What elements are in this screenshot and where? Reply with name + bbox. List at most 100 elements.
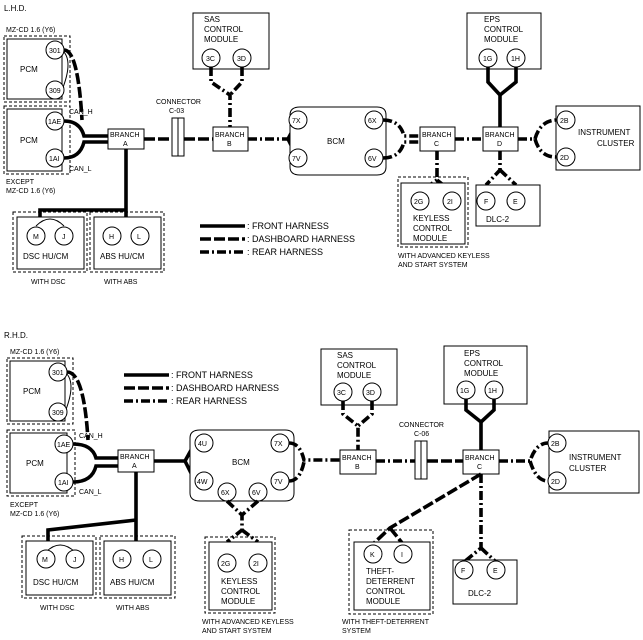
rhd-branch-b-label-2: B (355, 464, 360, 471)
lhd-legend-rear: : REAR HARNESS (247, 247, 323, 257)
rhd-eps-label-3: MODULE (464, 369, 498, 378)
rhd-keyless-label-3: MODULE (221, 597, 255, 606)
rhd-wire-pcm-can-l (72, 464, 118, 484)
rhd-sas-label-1: SAS (337, 351, 353, 360)
rhd-wire-cluster-2b (499, 441, 549, 463)
rhd-bcm-pin-4w-label: 4W (197, 479, 208, 486)
lhd-wire-eps-1h (498, 67, 518, 97)
rhd-abs-option-frame (99, 535, 176, 599)
lhd-sas-label-2: CONTROL (204, 25, 244, 34)
rhd-except-note-2: MZ-CD 1.6 (Y6) (10, 511, 59, 518)
lhd-except-note-1: EXCEPT (6, 179, 35, 186)
rhd-theft-pin-k-label: K (370, 552, 375, 559)
rhd-abs-note: WITH ABS (116, 605, 150, 612)
rhd-eps-pin-1h-label: 1H (488, 388, 497, 395)
rhd-cluster-pin-2b (547, 433, 567, 453)
rhd-title: R.H.D. (4, 331, 28, 340)
rhd-pcm-pin-309 (48, 402, 68, 422)
lhd-pcm2-label: PCM (20, 136, 38, 145)
rhd-pcm2-pin-1ae-label: 1AE (57, 442, 71, 449)
rhd-theft-pin-k (363, 544, 383, 564)
rhd-pcm2-option-frame (6, 429, 76, 497)
rhd-can-l-label: CAN_L (79, 489, 102, 496)
rhd-eps-label-1: EPS (464, 349, 480, 358)
lhd-eps-label-1: EPS (484, 15, 500, 24)
lhd-dlc-pin-f-label: F (484, 199, 488, 206)
rhd-pcm-pin-309-label: 309 (52, 410, 64, 417)
rhd-dlc-label: DLC-2 (468, 589, 492, 598)
lhd-sas-label-3: MODULE (204, 35, 238, 44)
rhd-legend-front: : FRONT HARNESS (171, 370, 253, 380)
lhd-keyless-label-1: KEYLESS (413, 214, 449, 223)
rhd-pcm2-label: PCM (26, 459, 44, 468)
lhd-pcm2-pin-1ae-label: 1AE (48, 119, 62, 126)
lhd-wire-sas-3c (209, 67, 232, 127)
rhd-abs-label: ABS HU/CM (110, 578, 155, 587)
lhd-branch-a-label-1: BRANCH (110, 132, 140, 139)
lhd-wire-cluster-2d (533, 138, 557, 159)
rhd-theft-pin-i-label: I (401, 552, 403, 559)
rhd-cluster-pin-2d-label: 2D (551, 479, 560, 486)
rhd-theft-label-3: CONTROL (366, 587, 406, 596)
lhd-pcm2-option-frame (3, 105, 71, 175)
rhd-pcm-loop-wire (64, 371, 72, 413)
lhd-keyless-label-3: MODULE (413, 234, 447, 243)
rhd-bcm-pin-7x-label: 7X (274, 441, 283, 448)
lhd-keyless-pin-2i (442, 191, 462, 211)
lhd-wire-dlc-f (484, 151, 502, 187)
lhd-bcm-pin-7v-label: 7V (292, 156, 301, 163)
rhd-theft-label-4: MODULE (366, 597, 400, 606)
lhd-dsc-label: DSC HU/CM (23, 252, 69, 261)
lhd-pcm-loop-wire (61, 49, 69, 91)
rhd-bcm-pin-4u (194, 433, 214, 453)
lhd-legend-dashboard: : DASHBOARD HARNESS (247, 234, 355, 244)
lhd-pcm-option-frame (3, 35, 71, 103)
lhd-wire-bcm-6x (382, 118, 420, 138)
lhd-cluster-label-2: CLUSTER (597, 139, 635, 148)
rhd-wire-theft-k (371, 472, 482, 546)
lhd-connector-label-2: C-03 (169, 108, 184, 115)
rhd-eps-pin-1g-label: 1G (460, 388, 469, 395)
rhd-bcm-pin-7v-label: 7V (274, 479, 283, 486)
rhd-keyless-pin-2g-label: 2G (221, 561, 230, 568)
rhd-pcm2-pin-1ai-label: 1AI (58, 480, 69, 487)
lhd-abs-pin-h-label: H (109, 234, 114, 241)
rhd-dlc-pin-f-label: F (461, 568, 465, 575)
rhd-dsc-pin-j-label: J (73, 557, 77, 564)
rhd-theft-pin-i (393, 544, 413, 564)
lhd-dsc-pin-j-label: J (62, 234, 66, 241)
rhd-dsc-pin-m (36, 549, 56, 569)
rhd-except-note-1: EXCEPT (10, 502, 39, 509)
rhd-wire-eps-1g (464, 399, 483, 450)
lhd-wire-pcm-can-h (63, 119, 108, 138)
rhd-abs-pin-l-label: L (149, 557, 153, 564)
rhd-cluster-label-1: INSTRUMENT (569, 453, 622, 462)
lhd-wire-dlc-e (498, 168, 518, 187)
rhd-pcm-note: MZ-CD 1.6 (Y6) (10, 349, 59, 356)
lhd-cluster-label-1: INSTRUMENT (578, 128, 631, 137)
rhd-cluster-pin-2d (547, 471, 567, 491)
rhd-eps-label-2: CONTROL (464, 359, 504, 368)
lhd-dsc-pin-m-label: M (33, 234, 39, 241)
rhd-theft-note-2: SYSTEM (342, 628, 371, 635)
lhd-sas-pin-3d-label: 3D (237, 56, 246, 63)
lhd-branch-d-label-2: D (497, 141, 502, 148)
lhd-keyless-option-frame (397, 176, 469, 248)
lhd-abs-pin-l (130, 226, 150, 246)
lhd-branch-c-label-1: BRANCH (422, 132, 452, 139)
lhd-pcm-pin-309-label: 309 (49, 88, 61, 95)
rhd-bcm-box (189, 429, 295, 502)
rhd-keyless-pin-2i-label: 2I (253, 561, 259, 568)
rhd-bcm-pin-4u-label: 4U (198, 441, 207, 448)
rhd-keyless-option-frame (204, 536, 276, 614)
lhd-cluster-pin-2d (556, 147, 576, 167)
rhd-connector-label-2: C-06 (414, 431, 429, 438)
rhd-branch-c-label-2: C (477, 464, 482, 471)
lhd-keyless-pin-2g (410, 191, 430, 211)
rhd-cluster-label-2: CLUSTER (569, 464, 607, 473)
lhd-eps-label-3: MODULE (484, 35, 518, 44)
lhd-bcm-pin-7v (288, 148, 308, 168)
lhd-abs-module (93, 216, 162, 270)
rhd-dsc-note: WITH DSC (40, 605, 75, 612)
